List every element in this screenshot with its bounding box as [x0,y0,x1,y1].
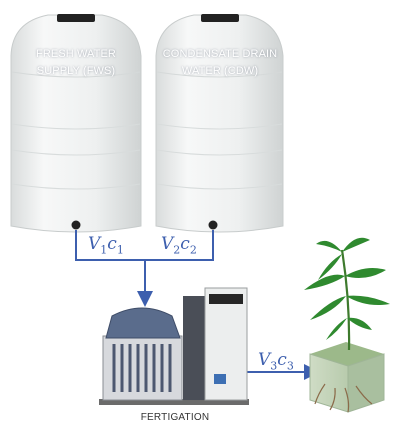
c2-symbol: c [180,234,190,254]
v2-subscript: 2 [173,243,181,257]
fws-label-line2: SUPPLY (FWS) [36,65,116,77]
v3-subscript: 3 [270,359,278,373]
cdw-tank-label: CONDENSATE DRAIN WATER (CDW) [159,46,281,80]
condensate-drain-tank [155,14,284,233]
c1-symbol: c [107,234,117,254]
v1-symbol: V [88,234,101,254]
fresh-water-tank [10,14,142,233]
c3-subscript: 3 [286,359,294,373]
c3-symbol: c [277,350,287,370]
fws-label-line1: FRESH WATER [36,48,116,60]
c2-subscript: 2 [189,243,197,257]
flow-label-v1c1: V1c1 [88,234,124,256]
plant-illustration [304,237,390,413]
cdw-label-line1: CONDENSATE DRAIN [162,48,278,60]
fertigation-caption: FERTIGATION [140,412,210,423]
fws-outlet-valve [71,220,81,230]
flow-label-v2c2: V2c2 [161,234,197,256]
pipe-network [75,230,320,380]
cdw-label-line2: WATER (CDW) [181,65,259,77]
v2-symbol: V [161,234,174,254]
fertigation-machine [99,287,249,405]
fws-tank-label: FRESH WATER SUPPLY (FWS) [16,46,136,80]
flow-label-v3c3: V3c3 [258,350,294,372]
c1-subscript: 1 [116,243,124,257]
cdw-outlet-valve [208,220,218,230]
v1-subscript: 1 [100,243,108,257]
v3-symbol: V [258,350,271,370]
